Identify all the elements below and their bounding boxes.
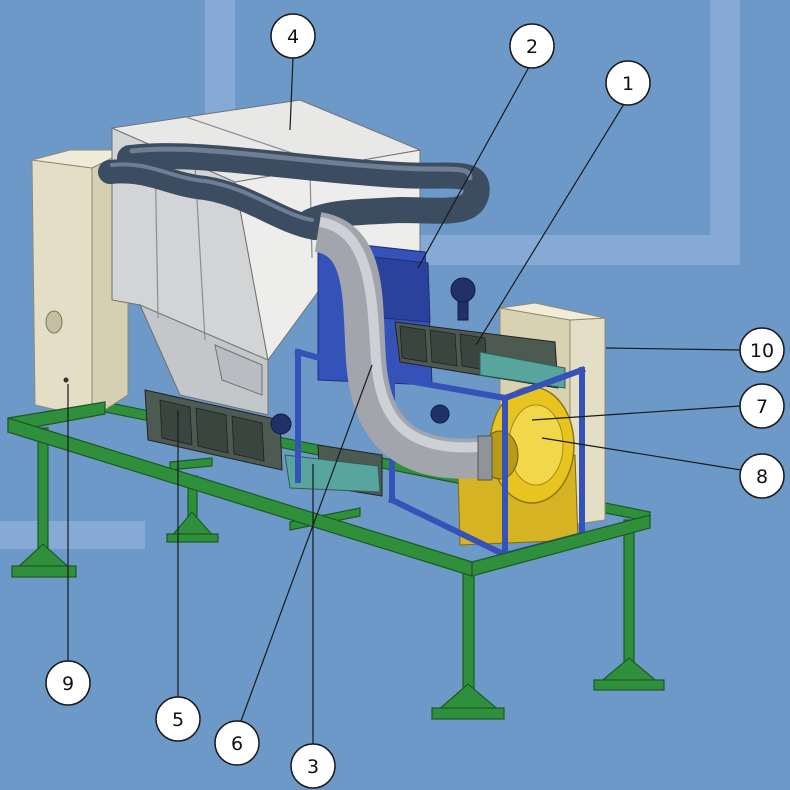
callout-8: 8 — [739, 453, 785, 499]
dust-pipe — [98, 159, 327, 240]
callout-number: 9 — [62, 673, 74, 695]
callout-circle — [605, 60, 651, 106]
callout-number: 3 — [307, 756, 319, 778]
upper-conveyor — [394, 277, 566, 389]
fan-impeller-cover — [508, 404, 564, 486]
leg — [623, 519, 635, 671]
conveyor-segment — [231, 415, 265, 462]
callout-number: 2 — [526, 36, 538, 58]
leader-line-2 — [417, 66, 530, 269]
gray-duct-body — [313, 212, 482, 479]
callout-7: 7 — [739, 383, 785, 429]
cross-member — [169, 457, 213, 471]
callout-number: 5 — [172, 709, 184, 731]
cabinet-indicator — [63, 377, 69, 383]
callout-number: 4 — [287, 26, 299, 48]
leader-line-1 — [475, 103, 625, 346]
callout-3: 3 — [290, 743, 336, 789]
callout-5: 5 — [155, 696, 201, 742]
callout-circle — [45, 660, 91, 706]
enclosure-top — [499, 302, 606, 321]
callout-6: 6 — [214, 720, 260, 766]
callout-circle — [739, 383, 785, 429]
control-cabinet — [31, 149, 129, 419]
leader-line-4 — [289, 57, 294, 131]
callout-circle — [290, 743, 336, 789]
motor — [430, 404, 450, 424]
callout-circle — [270, 13, 316, 59]
frame-top-rail — [294, 348, 586, 402]
duct-flange — [477, 435, 493, 481]
callout-circle — [739, 453, 785, 499]
callout-4: 4 — [270, 13, 316, 59]
callout-10: 10 — [739, 327, 785, 373]
leg — [37, 427, 49, 563]
callout-circle — [214, 720, 260, 766]
callout-number: 10 — [750, 340, 774, 362]
conveyor-segment — [195, 407, 229, 454]
hopper-funnel — [139, 304, 269, 416]
callout-number: 8 — [756, 466, 768, 488]
leg-base-plate — [11, 565, 77, 578]
dust-pipes — [98, 143, 490, 240]
callout-number: 6 — [231, 733, 243, 755]
callout-circle — [509, 23, 555, 69]
leader-line-8 — [541, 437, 742, 471]
lower-left-conveyor — [144, 389, 292, 471]
cabinet-front — [31, 159, 93, 419]
conveyor-roller — [479, 351, 566, 389]
dust-pipe-highlight — [129, 146, 473, 181]
leg-base-plate — [431, 707, 505, 720]
cabinet-port — [45, 310, 63, 334]
callout-number: 7 — [756, 396, 768, 418]
leader-lines — [67, 57, 742, 744]
hopper-inspection-hatch — [214, 344, 263, 396]
callout-number: 1 — [622, 73, 634, 95]
leader-line-10 — [605, 347, 741, 351]
motor — [270, 413, 292, 435]
conveyor-segment — [399, 325, 428, 363]
conveyor-segment — [429, 329, 458, 367]
conveyor-segment — [159, 399, 193, 446]
leg-base-plate — [166, 533, 219, 543]
right-short-rail — [471, 514, 651, 577]
callout-2: 2 — [509, 23, 555, 69]
gray-duct — [313, 212, 493, 481]
dust-pipe — [117, 143, 490, 235]
callout-circle — [739, 327, 785, 373]
callout-1: 1 — [605, 60, 651, 106]
dust-pipe-highlight — [110, 162, 314, 222]
leg-base-plate — [593, 679, 665, 691]
gray-duct-highlight — [318, 217, 479, 453]
callout-circle — [155, 696, 201, 742]
leader-line-6 — [240, 364, 373, 722]
callout-9: 9 — [45, 660, 91, 706]
leg — [462, 571, 475, 697]
leader-line-7 — [531, 405, 741, 421]
motor — [450, 277, 476, 303]
callouts: 4 2 1 10 7 8 9 5 — [45, 13, 785, 789]
